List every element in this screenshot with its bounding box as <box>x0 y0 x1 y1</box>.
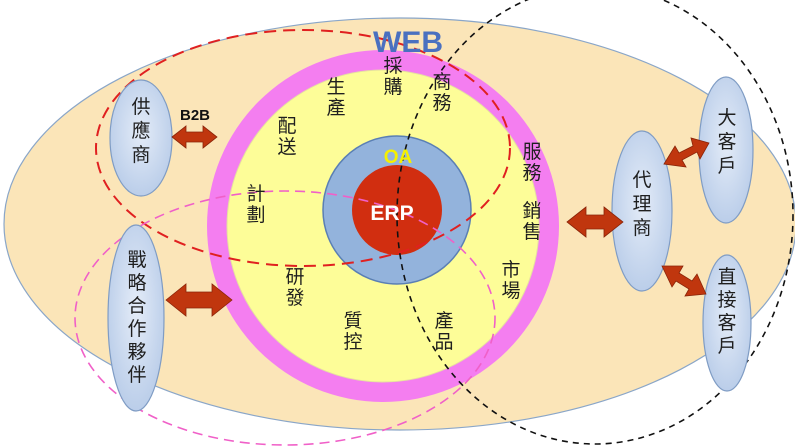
red-dashed-ellipse <box>95 29 511 267</box>
supplier-label: 供應商 <box>131 96 150 166</box>
erp-label: ERP <box>370 202 413 225</box>
label-planning: 計劃 <box>246 183 265 226</box>
strategic-partner-node[interactable]: 戰略合作夥伴 <box>107 224 165 412</box>
direct-customer-label: 直接客戶 <box>717 266 736 357</box>
strategic-partner-label: 戰略合作夥伴 <box>127 249 146 386</box>
arrow-web-agent <box>566 206 624 238</box>
b2b-label: B2B <box>180 107 210 124</box>
direct-customer-node[interactable]: 直接客戶 <box>702 254 752 392</box>
agent-node[interactable]: 代理商 <box>611 130 673 292</box>
web-label: WEB <box>373 26 443 59</box>
label-production: 生產 <box>326 76 345 119</box>
black-dashed-ellipse <box>396 0 794 445</box>
label-service: 服務 <box>522 141 541 184</box>
label-market: 市場 <box>501 259 520 302</box>
oa-label: OA <box>384 147 413 168</box>
label-rnd: 研發 <box>285 266 304 309</box>
arrow-agent-big-customer <box>663 137 710 168</box>
arrow-agent-direct-customer <box>661 265 707 297</box>
arrow-partner-web <box>165 283 233 317</box>
agent-label: 代理商 <box>632 169 651 239</box>
label-delivery: 配送 <box>277 115 296 158</box>
function-labels: 採購 商務 生產 配送 計劃 服務 銷售 市場 研發 質控 產品 <box>246 55 541 353</box>
label-sales: 銷售 <box>522 200 541 243</box>
label-commerce: 商務 <box>432 71 451 114</box>
pink-dashed-ellipse <box>74 190 496 446</box>
label-procurement: 採購 <box>383 55 402 98</box>
big-customer-node[interactable]: 大客戶 <box>698 76 754 224</box>
supplier-node[interactable]: 供應商 <box>109 79 173 197</box>
label-product: 產品 <box>434 310 453 353</box>
label-quality: 質控 <box>343 310 362 353</box>
arrow-supplier-web <box>171 125 218 149</box>
big-customer-label: 大客戶 <box>717 107 736 177</box>
